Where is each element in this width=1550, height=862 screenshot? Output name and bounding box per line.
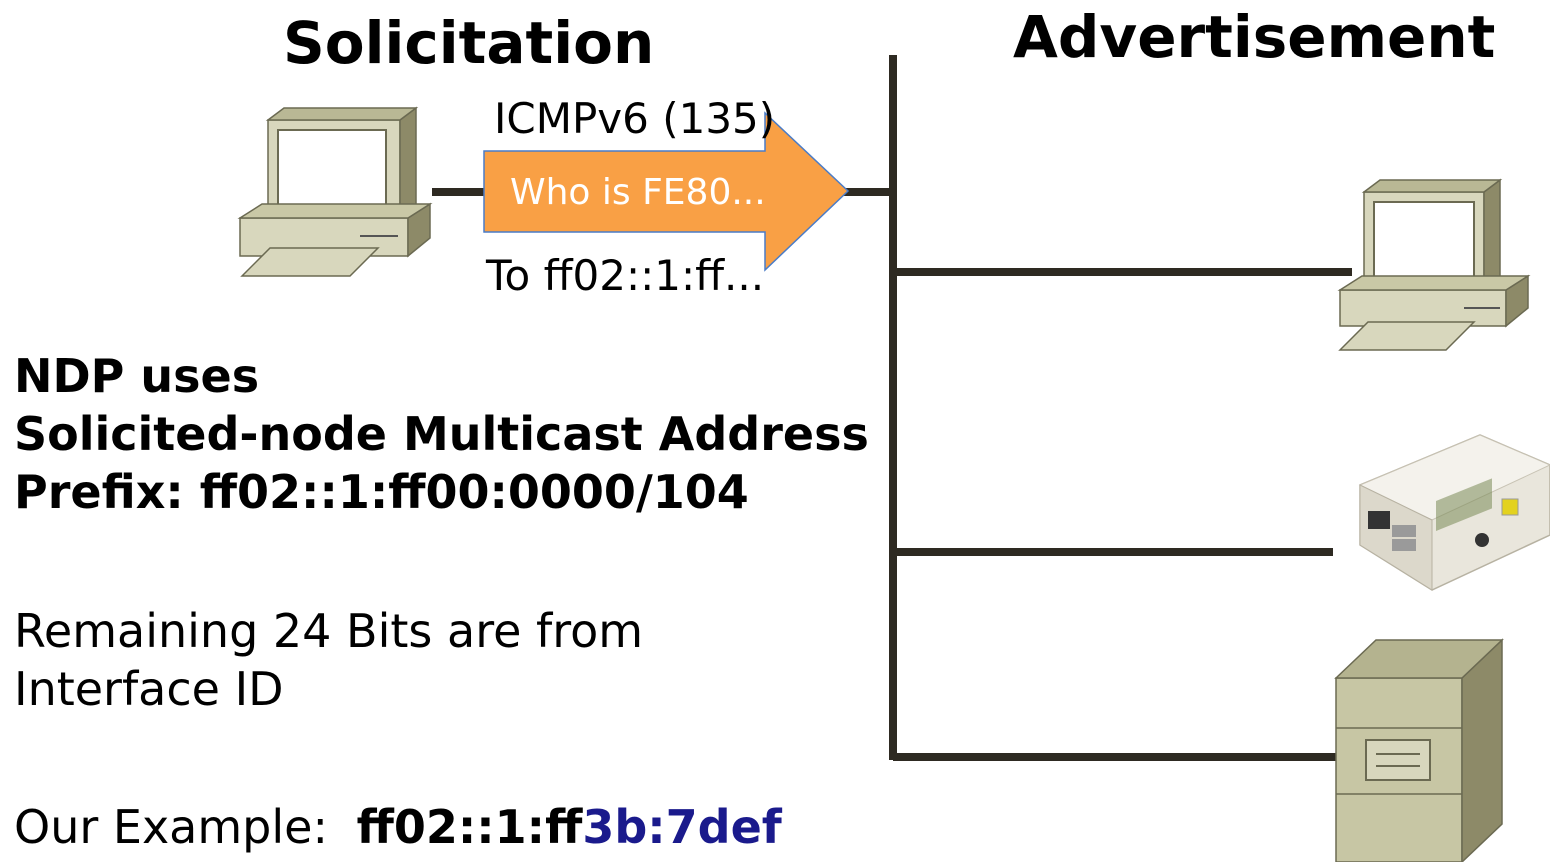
ndp-notes: NDP uses Solicited-node Multicast Addres…	[14, 347, 869, 521]
example-label: Our Example:	[14, 800, 328, 854]
solicitation-title: Solicitation	[283, 9, 655, 77]
example-suffix: 3b:7def	[582, 800, 782, 854]
remaining-bits-line: Remaining 24 Bits are from	[14, 604, 644, 658]
pc-icon	[1337, 178, 1531, 351]
remaining-bits-note: Remaining 24 Bits are from Interface ID	[14, 602, 643, 718]
embedded-device-icon	[1358, 434, 1550, 591]
prefix-line: Prefix: ff02::1:ff00:0000/104	[14, 465, 749, 519]
pc-icon	[237, 106, 433, 277]
ndp-uses-line: NDP uses	[14, 349, 260, 403]
message-type-label: ICMPv6 (135)	[494, 94, 776, 143]
example-prefix: ff02::1:ff	[356, 800, 583, 854]
arrow-text: Who is FE80...	[510, 172, 766, 213]
advertisement-title: Advertisement	[1013, 3, 1496, 71]
multicast-address-line: Solicited-node Multicast Address	[14, 407, 869, 461]
example-line: Our Example: ff02::1:ff3b:7def	[14, 804, 782, 850]
solicitation-arrow	[483, 111, 850, 272]
destination-label: To ff02::1:ff...	[486, 251, 765, 300]
server-icon	[1334, 638, 1504, 862]
interface-id-line: Interface ID	[14, 662, 284, 716]
